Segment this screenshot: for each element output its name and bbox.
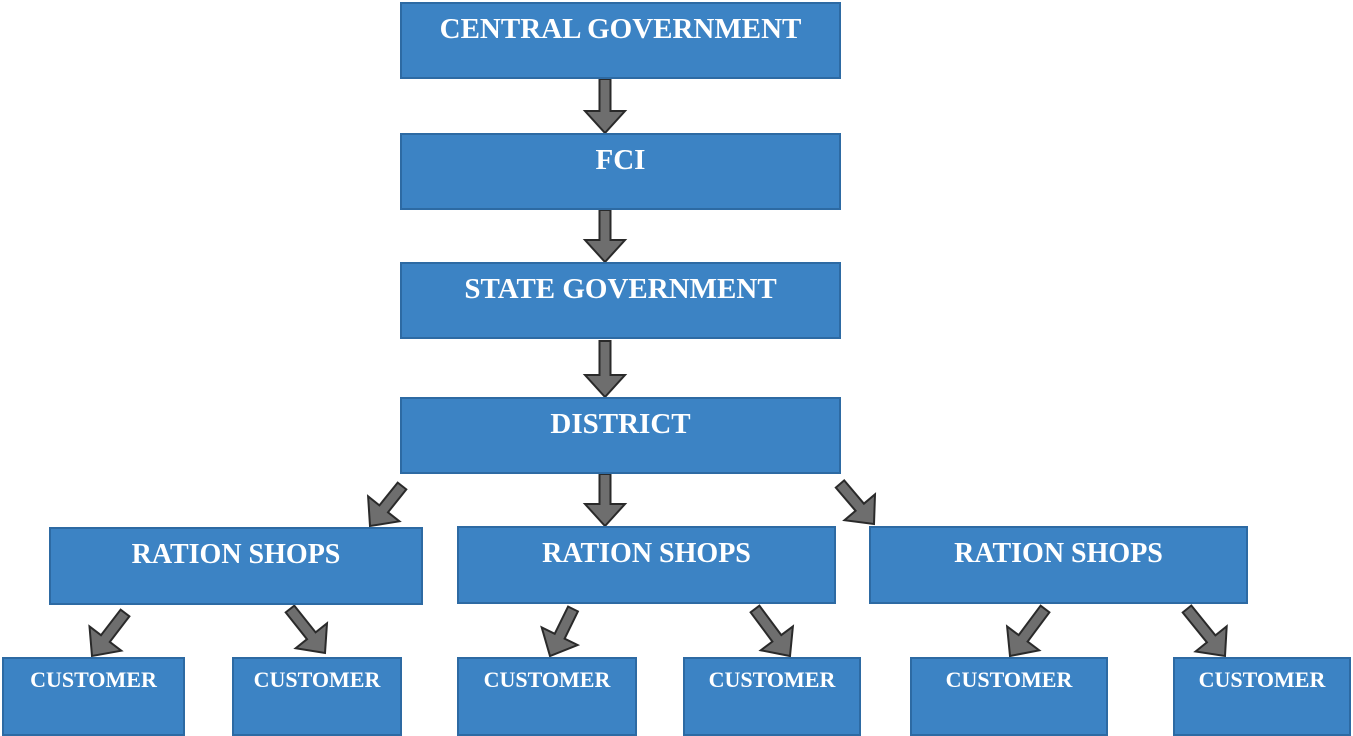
node-customer-1: CUSTOMER: [2, 657, 185, 736]
node-label: CUSTOMER: [483, 667, 611, 692]
node-ration-shops-1: RATION SHOPS: [49, 527, 423, 605]
arrow-shops-2-to-customer-3: [540, 605, 581, 658]
node-label: CUSTOMER: [708, 667, 836, 692]
arrow-shops-2-to-customer-4: [749, 604, 795, 658]
node-ration-shops-3: RATION SHOPS: [869, 526, 1248, 604]
node-customer-3: CUSTOMER: [457, 657, 637, 736]
node-central-government: CENTRAL GOVERNMENT: [400, 2, 841, 79]
arrow-district-to-shops-1: [366, 481, 408, 528]
arrow-shops-1-to-customer-2: [284, 604, 329, 655]
arrow-state-to-district: [582, 340, 628, 399]
node-customer-2: CUSTOMER: [232, 657, 402, 736]
node-label: CUSTOMER: [253, 667, 381, 692]
node-label: CENTRAL GOVERNMENT: [439, 13, 802, 45]
node-customer-5: CUSTOMER: [910, 657, 1108, 736]
node-state-government: STATE GOVERNMENT: [400, 262, 841, 339]
arrow-district-to-shops-2: [582, 473, 628, 528]
node-label: CUSTOMER: [30, 667, 157, 692]
node-fci: FCI: [400, 133, 841, 210]
arrow-district-to-shops-3: [834, 478, 877, 526]
node-label: FCI: [595, 144, 646, 176]
node-customer-6: CUSTOMER: [1173, 657, 1351, 736]
node-label: CUSTOMER: [1198, 667, 1326, 692]
arrow-shops-3-to-customer-6: [1181, 604, 1228, 658]
arrow-shops-1-to-customer-1: [88, 608, 131, 658]
node-label: RATION SHOPS: [542, 538, 751, 569]
node-customer-4: CUSTOMER: [683, 657, 861, 736]
arrow-shops-3-to-customer-5: [1005, 604, 1051, 658]
node-label: RATION SHOPS: [954, 538, 1163, 569]
arrow-fci-to-state: [582, 209, 628, 264]
node-ration-shops-2: RATION SHOPS: [457, 526, 836, 604]
node-label: CUSTOMER: [945, 667, 1073, 692]
node-label: DISTRICT: [550, 408, 691, 440]
arrow-central-to-fci: [582, 78, 628, 135]
node-label: RATION SHOPS: [131, 539, 341, 570]
node-label: STATE GOVERNMENT: [464, 273, 777, 305]
node-district: DISTRICT: [400, 397, 841, 474]
